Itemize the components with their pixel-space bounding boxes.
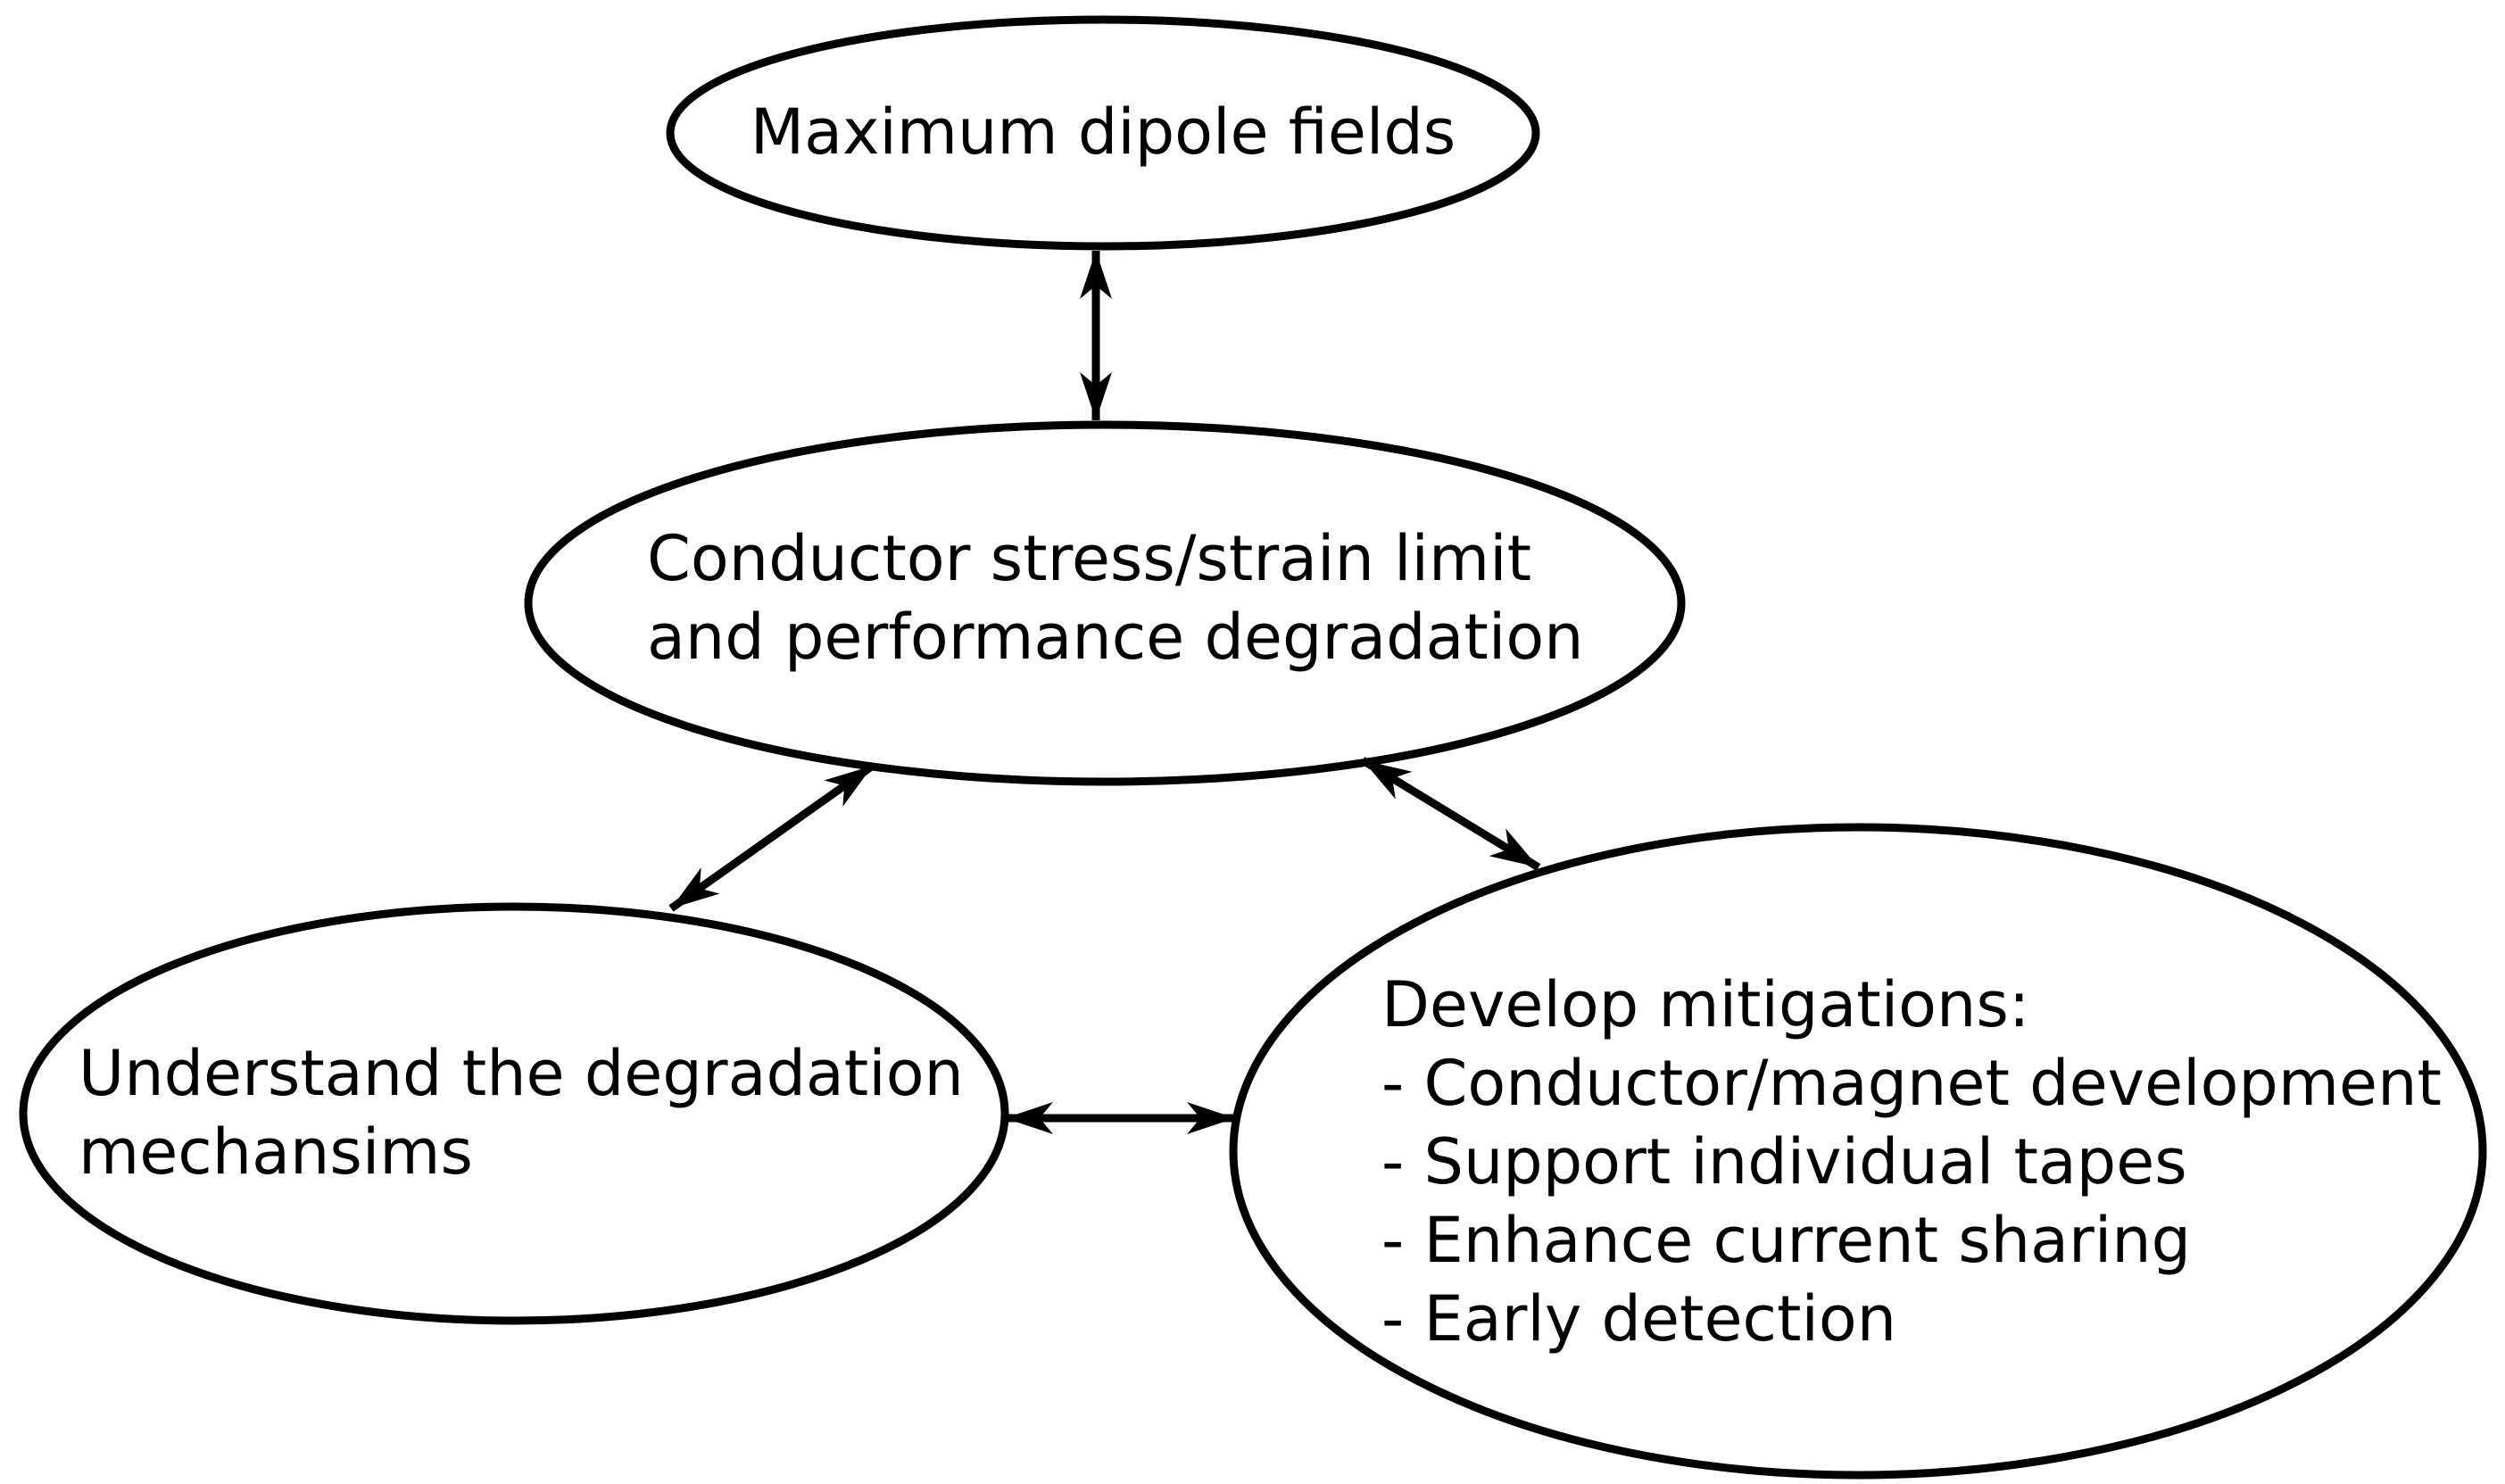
node-text-maximum-dipole-fields: Maximum dipole fields xyxy=(670,93,1536,171)
node-line: - Conductor/magnet development xyxy=(1381,1047,2442,1120)
node-text-develop-mitigations: Develop mitigations: - Conductor/magnet … xyxy=(1381,966,2442,1358)
node-line: Conductor stress/strain limit xyxy=(647,522,1532,595)
node-line: and performance degradation xyxy=(647,601,1584,674)
node-line: - Support individual tapes xyxy=(1381,1125,2187,1198)
arrow-conductor-understand xyxy=(668,762,875,912)
node-ellipse-maximum-dipole-fields xyxy=(666,15,1540,251)
node-line: Understand the degradation xyxy=(79,1037,964,1110)
node-ellipse-conductor-stress-strain xyxy=(524,420,1686,786)
node-text-understand-degradation: Understand the degradation mechansims xyxy=(79,1034,964,1191)
node-text-conductor-stress-strain: Conductor stress/strain limit and perfor… xyxy=(647,519,1584,676)
node-line: Maximum dipole fields xyxy=(750,95,1456,169)
node-ellipse-develop-mitigations xyxy=(1229,823,2487,1480)
arrow-conductor-mitigations xyxy=(1360,757,1541,871)
node-line: - Enhance current sharing xyxy=(1381,1204,2192,1277)
node-line: mechansims xyxy=(79,1115,473,1189)
node-line: - Early detection xyxy=(1381,1282,1897,1355)
node-line: Develop mitigations: xyxy=(1381,968,2030,1041)
